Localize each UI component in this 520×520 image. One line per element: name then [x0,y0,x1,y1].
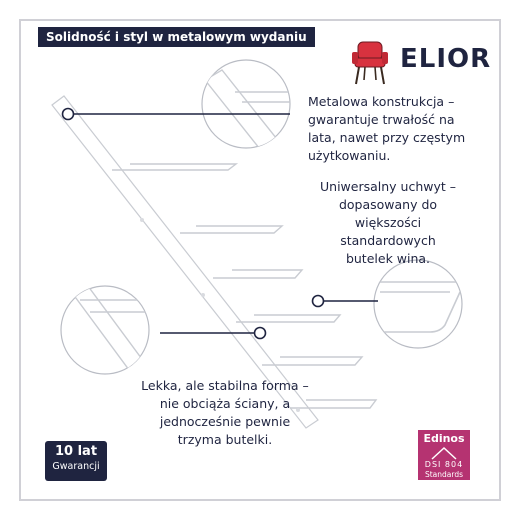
callout-weight: Lekka, ale stabilna forma – nie obciąża … [141,378,309,447]
warranty-badge: 10 lat Gwarancji [45,441,107,481]
edinos-standards-label: Standards [424,470,464,479]
zoom-circle-top [201,59,291,149]
chair-icon [352,41,388,85]
edinos-badge: Edinos DSI 804 Standards [418,430,470,480]
pointer-weight [160,326,267,340]
brand-logo [352,41,388,85]
pointer-holder [311,294,378,308]
edinos-name: Edinos [423,432,465,445]
callout-construction: Metalowa konstrukcja – gwarantuje trwało… [308,94,466,163]
pointer-construction [61,107,290,121]
bottle-holders [112,163,378,409]
brand-name: ELIOR [400,44,492,74]
zoom-circle-right [373,259,463,349]
warranty-label: Gwarancji [52,461,100,472]
edinos-standard-code: DSI 804 [424,460,464,469]
zoom-circle-left [60,285,150,375]
header-banner: Solidność i styl w metalowym wydaniu [38,27,315,47]
edinos-mark-icon [431,446,457,460]
page-frame [19,19,501,501]
wall-rail [51,95,319,429]
rail-screws [140,218,300,412]
warranty-years: 10 lat [54,444,98,459]
callout-holder: Uniwersalny uchwyt – dopasowany do więks… [320,179,456,266]
